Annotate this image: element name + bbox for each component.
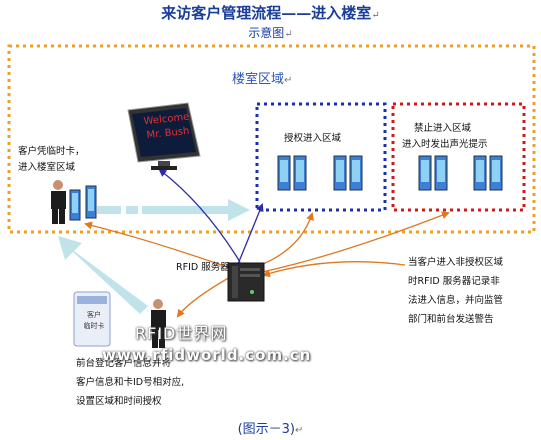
reader-gate (293, 155, 307, 191)
reader-gate (434, 155, 448, 191)
card-label-line-2: 临时卡 (83, 322, 105, 330)
reader-gate (418, 155, 432, 191)
warning-line-1: 当客户进入非授权区域 (408, 257, 504, 268)
forbidden-area-border (391, 102, 526, 212)
reader-gate (333, 155, 347, 191)
forbidden-area-label: 禁止进入区域 进入时发出声光提示 (402, 121, 488, 153)
return-mark: ↵ (284, 29, 293, 40)
client-entry-line-2: 进入楼室区域 (18, 162, 76, 173)
rfid-server-label: RFID 服务器 (176, 262, 230, 273)
gates-forbidden (418, 155, 503, 191)
rfid-server (227, 262, 265, 302)
return-mark: ↵ (284, 75, 293, 86)
floor-area-text: 楼室区域 (232, 72, 285, 87)
reader-gate (69, 189, 81, 221)
reception-line-2: 客户信息和卡ID号相对应, (76, 377, 185, 388)
gates-entry (69, 185, 97, 221)
gates-authorized (277, 155, 363, 191)
reader-gate (349, 155, 363, 191)
page-subtitle: 示意图↵ (0, 24, 541, 41)
display-text: Welcome Mr. Bush (138, 110, 197, 144)
authorized-area-border (255, 102, 387, 212)
floor-area-label: 楼室区域↵ (232, 68, 292, 87)
forbidden-line-2: 进入时发出声光提示 (402, 139, 488, 150)
watermark-url: www.rfidworld.com.cn (102, 346, 312, 364)
orange-arrows (84, 211, 450, 318)
blue-arrows (158, 168, 264, 265)
card-label: 客户 临时卡 (82, 310, 106, 332)
return-mark: ↵ (371, 10, 380, 21)
subtitle-text: 示意图 (248, 26, 285, 40)
caption-text: (图示－3) (237, 422, 296, 437)
reception-note: 前台登记客户信息并将 客户信息和卡ID号相对应, 设置区域和时间授权 (76, 354, 184, 411)
client-entry-line-1: 客户凭临时卡， (18, 146, 85, 157)
title-text: 来访客户管理流程——进入楼室 (161, 4, 372, 22)
welcome-display (127, 102, 201, 170)
watermark-site-name: RFID世界网 (135, 324, 228, 343)
reader-gate (277, 155, 291, 191)
warning-note: 当客户进入非授权区域 时RFID 服务器记录非 法进入信息，并向监管 部门和前台… (408, 253, 503, 329)
forbidden-line-1: 禁止进入区域 (414, 123, 472, 134)
page-title: 来访客户管理流程——进入楼室↵ (0, 2, 541, 23)
return-mark: ↵ (295, 425, 304, 436)
reader-gate (473, 155, 487, 191)
client-person (51, 180, 66, 224)
flow-arrow-diagonal (58, 236, 148, 314)
reader-gate (85, 185, 97, 219)
card-label-line-1: 客户 (87, 311, 101, 319)
reception-line-3: 设置区域和时间授权 (76, 396, 162, 407)
reception-line-1: 前台登记客户信息并将 (76, 358, 172, 369)
warning-line-4: 部门和前台发送警告 (408, 314, 494, 325)
figure-caption: (图示－3)↵ (0, 418, 541, 437)
warning-line-3: 法进入信息，并向监管 (408, 295, 504, 306)
authorized-area-label: 授权进入区域 (284, 133, 342, 144)
temporary-card (73, 291, 111, 347)
receptionist-person (151, 299, 166, 348)
floor-area-border (7, 44, 536, 234)
warning-line-2: 时RFID 服务器记录非 (408, 276, 500, 287)
client-entry-label: 客户凭临时卡， 进入楼室区域 (18, 144, 85, 176)
flow-arrow-horizontal (97, 199, 250, 221)
reader-gate (489, 155, 503, 191)
